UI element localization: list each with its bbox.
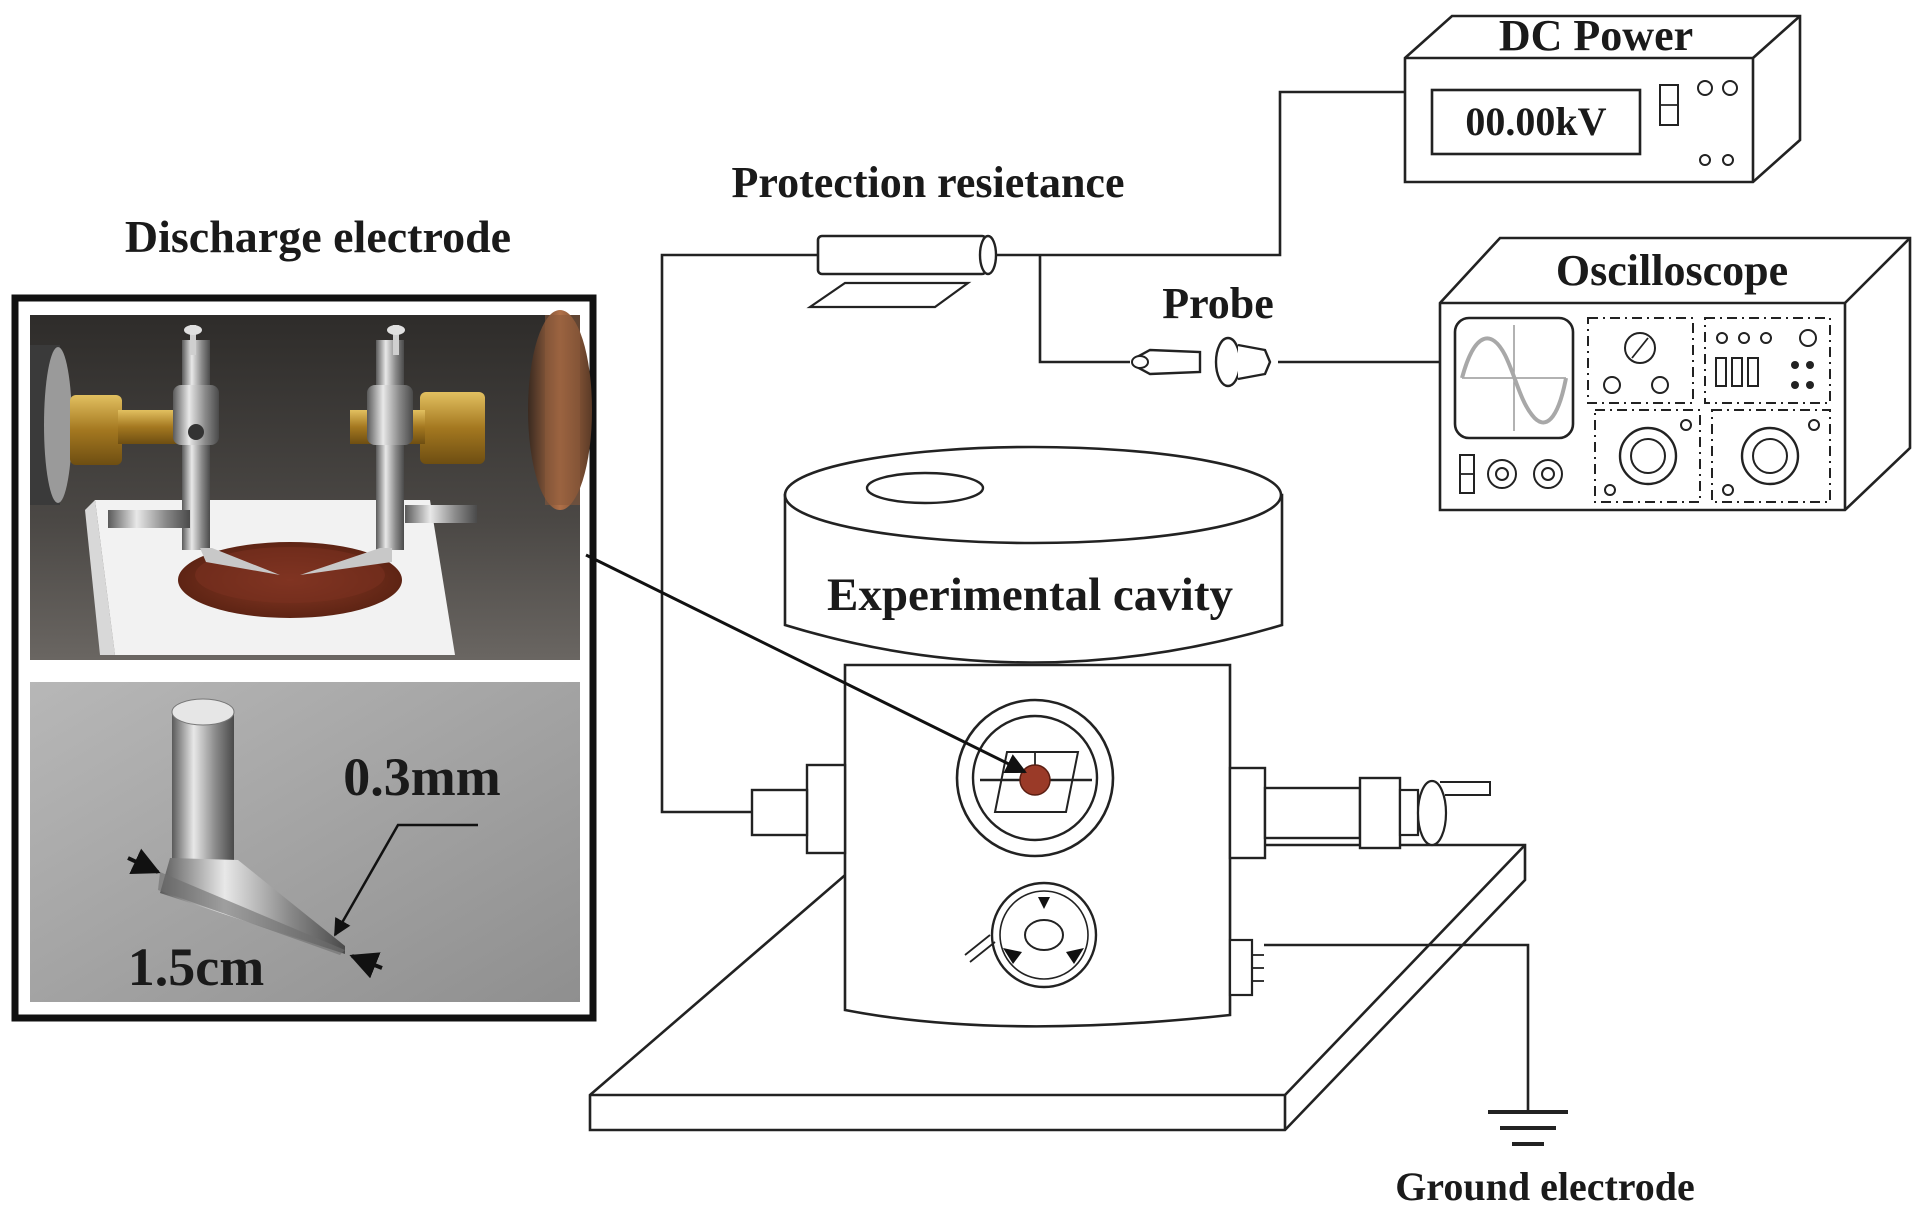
ground-icon bbox=[1488, 1110, 1568, 1146]
inset-pointer-arrow bbox=[585, 553, 1027, 774]
needle-electrode-photo bbox=[30, 682, 580, 1002]
probe-icon bbox=[1131, 336, 1272, 388]
dc-power-display bbox=[1430, 88, 1642, 156]
probe-label: Probe bbox=[1162, 279, 1274, 328]
discharge-electrode-label: Discharge electrode bbox=[125, 211, 511, 262]
left-port bbox=[750, 763, 847, 855]
valve-wheel bbox=[964, 881, 1098, 989]
protection-resistor bbox=[806, 234, 998, 309]
wiring bbox=[660, 90, 1530, 1112]
viewing-window bbox=[955, 698, 1115, 858]
experimental-cavity: Experimental cavity bbox=[750, 445, 1491, 1028]
electrode-holder-photo bbox=[30, 310, 592, 660]
needle-length-label: 1.5cm bbox=[128, 937, 264, 997]
experimental-cavity-label: Experimental cavity bbox=[827, 569, 1233, 621]
dc-power-display-value: 00.00kV bbox=[1465, 99, 1606, 144]
ground-plug bbox=[1228, 938, 1264, 997]
protection-resistance-label: Protection resietance bbox=[732, 158, 1125, 207]
oscilloscope-label: Oscilloscope bbox=[1556, 246, 1788, 295]
waveform bbox=[1460, 336, 1568, 425]
oscilloscope bbox=[1438, 236, 1912, 512]
discharge-electrode-inset: 0.3mm 1.5cm bbox=[11, 294, 597, 1022]
tip-dimension-label: 0.3mm bbox=[343, 747, 500, 807]
dc-knob-2 bbox=[1722, 80, 1738, 96]
dc-power-supply bbox=[1403, 14, 1802, 184]
ground-electrode-label: Ground electrode bbox=[1395, 1164, 1695, 1209]
right-port bbox=[1228, 766, 1491, 860]
dc-knob-1 bbox=[1697, 80, 1713, 96]
dc-power-label: DC Power bbox=[1499, 11, 1693, 60]
